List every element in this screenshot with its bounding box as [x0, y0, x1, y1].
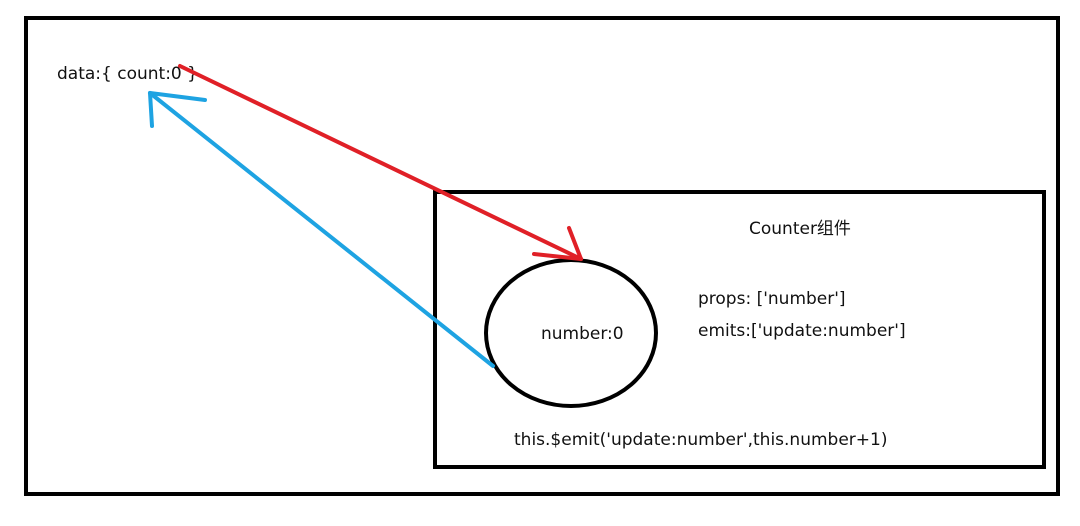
- parent-data-label: data:{ count:0 }: [57, 64, 198, 84]
- emit-call-label: this.$emit('update:number',this.number+1…: [514, 430, 888, 450]
- prop-value-label: number:0: [541, 324, 624, 344]
- emits-label: emits:['update:number']: [698, 321, 906, 341]
- parent-frame: [24, 16, 1060, 496]
- props-label: props: ['number']: [698, 289, 846, 309]
- component-title: Counter组件: [749, 219, 851, 239]
